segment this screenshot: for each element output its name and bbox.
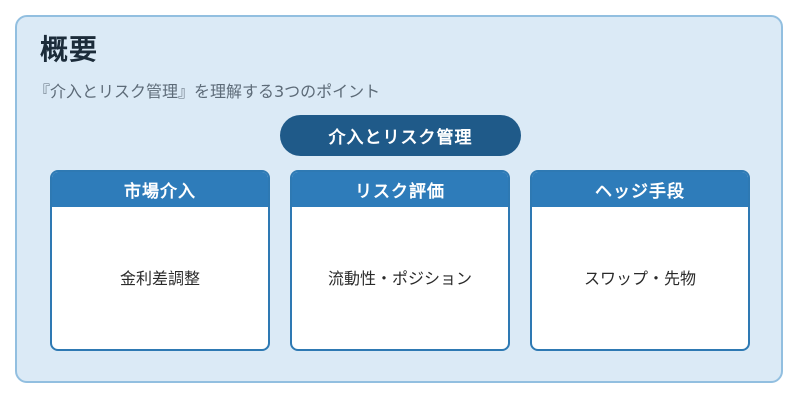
- page-title: 概要: [40, 33, 99, 66]
- card-body: 金利差調整: [52, 207, 268, 347]
- card-body: 流動性・ポジション: [292, 207, 508, 347]
- central-topic-label: 介入とリスク管理: [328, 128, 473, 148]
- card-header: ヘッジ手段: [532, 172, 748, 207]
- central-topic-pill: 介入とリスク管理: [280, 115, 521, 156]
- card-hedging-methods: ヘッジ手段 スワップ・先物: [530, 170, 750, 351]
- card-market-intervention: 市場介入 金利差調整: [50, 170, 270, 351]
- card-header-label: 市場介入: [124, 182, 196, 202]
- card-header-label: ヘッジ手段: [595, 182, 685, 202]
- card-risk-assessment: リスク評価 流動性・ポジション: [290, 170, 510, 351]
- card-body-text: スワップ・先物: [583, 269, 696, 288]
- card-body: スワップ・先物: [532, 207, 748, 347]
- card-header: 市場介入: [52, 172, 268, 207]
- card-header-label: リスク評価: [355, 182, 445, 202]
- subtitle: 『介入とリスク管理』を理解する3つのポイント: [34, 82, 381, 101]
- card-body-text: 流動性・ポジション: [327, 269, 472, 288]
- card-body-text: 金利差調整: [119, 269, 200, 288]
- card-header: リスク評価: [292, 172, 508, 207]
